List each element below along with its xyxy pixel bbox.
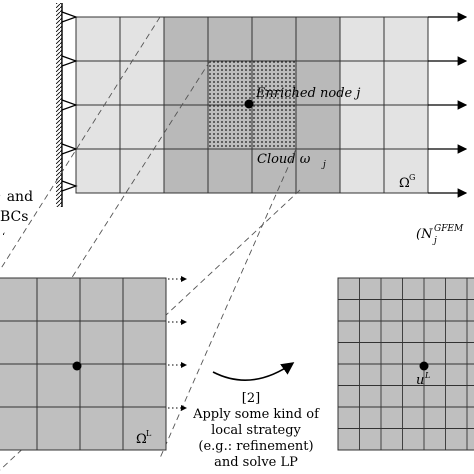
global-domain-label: Ω G [399,173,415,191]
local-domain-label: Ω L [136,429,152,447]
svg-text:and solve LP: and solve LP [214,455,298,470]
enriched-node-label: Enriched node j [255,86,360,101]
svg-text:(e.g.: refinement): (e.g.: refinement) [198,439,313,454]
svg-text:• and: • and [0,189,33,205]
svg-text:Cloud ω: Cloud ω [257,152,311,167]
local-node [72,361,82,371]
load-arrows [428,12,468,198]
svg-text:BCs: BCs [0,209,28,225]
cloud-label: Cloud ω j [257,152,326,170]
local-coarse-domain: Ω L [0,277,167,451]
svg-text:L: L [424,371,430,380]
svg-text:u: u [416,373,424,388]
svg-text:Apply some kind of: Apply some kind of [192,407,320,422]
svg-text:j: j [321,160,326,170]
support-triangle [61,11,78,23]
svg-text:Ω: Ω [136,432,147,447]
svg-text:(N: (N [416,227,433,242]
svg-text:[2]: [2] [242,391,260,406]
svg-text:‘: ‘ [2,232,5,243]
svg-text:L: L [146,429,152,438]
global-domain: Enriched node j Cloud ω j Ω G [75,16,429,194]
boundary-supports [56,3,78,207]
boundary-transfer-arrows [168,276,187,411]
strategy-text: [2] Apply some kind of local strategy (e… [192,391,320,470]
support-triangle [61,99,78,111]
support-triangle [61,180,78,192]
svg-text:Ω: Ω [399,176,410,191]
svg-text:GFEM: GFEM [434,224,464,234]
svg-text:G: G [409,173,415,182]
local-fine-domain: u L [337,277,474,451]
support-triangle [61,143,78,155]
local-solution-node [419,361,429,371]
svg-text:j: j [432,236,437,246]
local-solution-label: u L [416,371,430,388]
strategy-arrow [212,362,295,381]
enriched-node [244,99,254,109]
shape-function-label: (N j GFEM [416,224,464,246]
svg-text:local strategy: local strategy [211,423,301,438]
left-side-text: • and BCs ‘ [0,189,33,243]
support-triangle [61,55,78,67]
